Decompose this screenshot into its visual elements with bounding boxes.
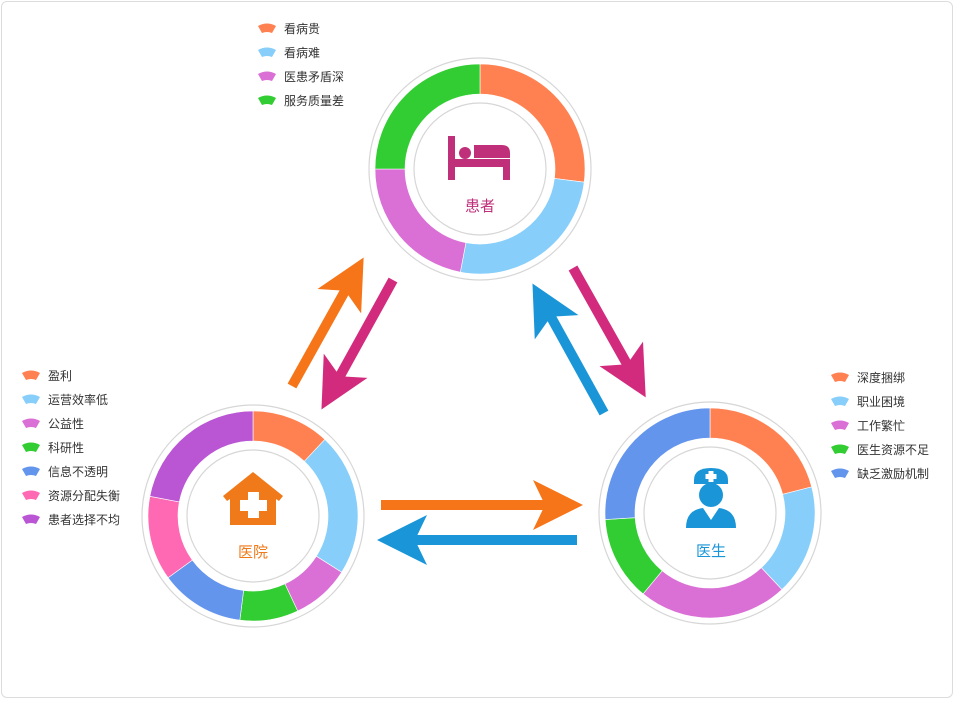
legend-label: 看病难 [284, 45, 321, 60]
legend-swatch [22, 466, 40, 476]
donut-segment-4 [374, 63, 481, 170]
legend-swatch [22, 370, 40, 380]
arrow-doctor-to-patient [532, 283, 609, 416]
legend-swatch [831, 444, 849, 454]
legend-label: 信息不透明 [48, 464, 109, 479]
legend-swatch [22, 514, 40, 524]
legend-label: 医生资源不足 [857, 442, 930, 457]
legend-item[interactable]: 医患矛盾深 [258, 64, 344, 88]
legend-item[interactable]: 盈利 [22, 363, 120, 387]
donut-segment-2 [459, 178, 585, 275]
legend-swatch [831, 468, 849, 478]
legend-swatch [258, 23, 276, 33]
legend-label: 深度捆绑 [857, 370, 906, 385]
legend-swatch [22, 490, 40, 500]
legend-swatch [258, 71, 276, 81]
legend-hospital: 盈利运营效率低公益性科研性信息不透明资源分配失衡患者选择不均 [22, 363, 120, 531]
donut-segment-2 [760, 486, 816, 590]
legend-item[interactable]: 服务质量差 [258, 88, 344, 112]
legend-label: 运营效率低 [48, 392, 109, 407]
hospital-icon [223, 472, 283, 525]
inner-ring [643, 446, 777, 580]
center-label-patient: 患者 [464, 197, 495, 215]
doctor-icon [686, 468, 736, 528]
legend-label: 资源分配失衡 [48, 488, 121, 503]
center-label-hospital: 医院 [237, 543, 268, 561]
legend-swatch [22, 442, 40, 452]
legend-item[interactable]: 深度捆绑 [831, 365, 929, 389]
legend-swatch [831, 372, 849, 382]
legend-label: 工作繁忙 [857, 418, 906, 433]
legend-patient: 看病贵看病难医患矛盾深服务质量差 [258, 16, 344, 112]
legend-label: 盈利 [48, 368, 73, 383]
legend-label: 职业困境 [857, 394, 906, 409]
legend-item[interactable]: 缺乏激励机制 [831, 461, 929, 485]
outer-ring [141, 404, 365, 628]
donut-doctor [598, 401, 822, 625]
legend-item[interactable]: 看病贵 [258, 16, 344, 40]
legend-item[interactable]: 患者选择不均 [22, 507, 120, 531]
donut-segment-5 [604, 407, 711, 520]
donut-hospital [141, 404, 365, 628]
arrows [287, 257, 646, 565]
legend-item[interactable]: 医生资源不足 [831, 437, 929, 461]
legend-swatch [22, 394, 40, 404]
donut-segment-3 [642, 567, 783, 619]
legend-item[interactable]: 职业困境 [831, 389, 929, 413]
donut-patient [368, 57, 592, 281]
legend-item[interactable]: 科研性 [22, 435, 120, 459]
legend-swatch [258, 47, 276, 57]
legend-swatch [258, 95, 276, 105]
legend-swatch [831, 396, 849, 406]
donut-segment-7 [149, 410, 254, 503]
outer-ring [368, 57, 592, 281]
center-label-doctor: 医生 [695, 542, 726, 560]
legend-label: 公益性 [48, 416, 85, 431]
legend-label: 缺乏激励机制 [857, 466, 930, 481]
donut-segment-3 [374, 168, 467, 273]
legend-item[interactable]: 公益性 [22, 411, 120, 435]
outer-ring [598, 401, 822, 625]
legend-label: 服务质量差 [284, 93, 345, 108]
inner-ring [413, 102, 547, 236]
arrow-patient-to-hospital [321, 277, 398, 410]
legend-item[interactable]: 运营效率低 [22, 387, 120, 411]
inner-ring [186, 449, 320, 583]
legend-item[interactable]: 资源分配失衡 [22, 483, 120, 507]
legend-label: 患者选择不均 [48, 512, 121, 527]
arrow-hospital-to-patient [287, 257, 364, 389]
legend-label: 医患矛盾深 [284, 69, 345, 84]
legend-item[interactable]: 看病难 [258, 40, 344, 64]
legend-label: 科研性 [48, 440, 85, 455]
legend-label: 看病贵 [284, 21, 321, 36]
legend-doctor: 深度捆绑职业困境工作繁忙医生资源不足缺乏激励机制 [831, 365, 929, 485]
legend-swatch [22, 418, 40, 428]
legend-swatch [831, 420, 849, 430]
arrow-patient-to-doctor [568, 265, 646, 398]
legend-item[interactable]: 工作繁忙 [831, 413, 929, 437]
bed-icon [448, 136, 510, 180]
legend-item[interactable]: 信息不透明 [22, 459, 120, 483]
